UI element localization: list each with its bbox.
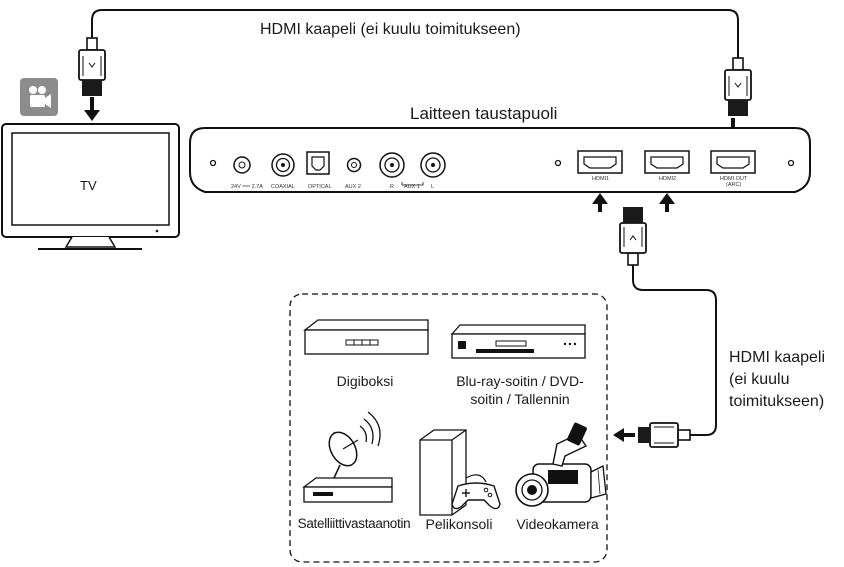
arrow-icon <box>84 97 100 121</box>
aux2-port <box>346 157 362 173</box>
optical-label: OPTICAL <box>308 184 332 190</box>
cable-top-label: HDMI kaapeli (ei kuulu toimitukseen) <box>260 21 521 38</box>
hdmi1-label: HDMI1 <box>592 176 609 182</box>
arrow-icon <box>659 193 675 212</box>
aux1-l-port <box>420 152 446 178</box>
coaxial-label: COAXIAL <box>271 184 295 190</box>
arrow-icon <box>613 428 635 442</box>
hdmi-plug-icon <box>78 37 106 97</box>
device-label-bluray-line-1: Blu-ray-soitin / DVD- <box>456 373 584 389</box>
cable-right-line-3: toimitukseen) <box>729 393 825 410</box>
bluray-player-icon <box>450 324 586 359</box>
dc-port <box>233 156 251 174</box>
aux1-label: AUX 1 <box>404 184 420 190</box>
arrow-icon <box>592 193 608 212</box>
device-label-digiboksi: Digiboksi <box>336 373 394 389</box>
hdmi-plug-icon <box>619 206 647 266</box>
hdmi-out-label: HDMI OUT <box>720 176 748 182</box>
arc-label: (ARC) <box>726 182 741 188</box>
satellite-dish-icon <box>302 411 393 503</box>
device-label-bluray-line-2: soitin / Tallennin <box>470 391 570 407</box>
cable-right-line-1: HDMI kaapeli <box>729 349 826 366</box>
cable-right-line-2: (ei kuulu <box>729 371 790 388</box>
hdmi2-port <box>644 150 690 174</box>
r-label: R <box>390 184 394 190</box>
aux2-label: AUX 2 <box>345 184 361 190</box>
hdmi-plug-icon <box>724 57 752 117</box>
hdmi-out-port <box>710 150 756 174</box>
hdmi2-label: HDMI2 <box>659 176 676 182</box>
device-label-satellite: Satelliittivastaanotin <box>297 516 411 531</box>
cable-right-label: HDMI kaapeli (ei kuulu toimitukseen) <box>729 347 825 413</box>
coaxial-port <box>271 153 295 177</box>
device-label-camera: Videokamera <box>516 516 599 532</box>
l-label: L <box>431 184 434 190</box>
camera-icon <box>20 78 58 116</box>
aux1-r-port <box>379 152 405 178</box>
back-panel-title: Laitteen taustapuoli <box>410 104 558 123</box>
back-panel: 24V ══ 2.7A COAXIAL OPTICAL AUX 2 R AUX … <box>189 127 811 193</box>
hdmi-cable-top <box>91 9 739 58</box>
devices-group <box>289 293 608 563</box>
video-camera-icon <box>515 422 607 507</box>
hdmi-plug-icon <box>638 422 691 448</box>
hdmi1-port <box>577 150 623 174</box>
device-label-bluray: Blu-ray-soitin / DVD- soitin / Tallennin <box>440 372 600 408</box>
dc-label: 24V ══ 2.7A <box>231 184 263 190</box>
tv-icon <box>1 123 180 250</box>
set-top-box-icon <box>303 319 429 355</box>
hdmi-cable-right <box>632 265 717 436</box>
game-console-icon <box>419 429 501 516</box>
tv-label: TV <box>80 178 97 193</box>
optical-port <box>306 151 330 175</box>
device-label-console: Pelikonsoli <box>425 516 493 532</box>
